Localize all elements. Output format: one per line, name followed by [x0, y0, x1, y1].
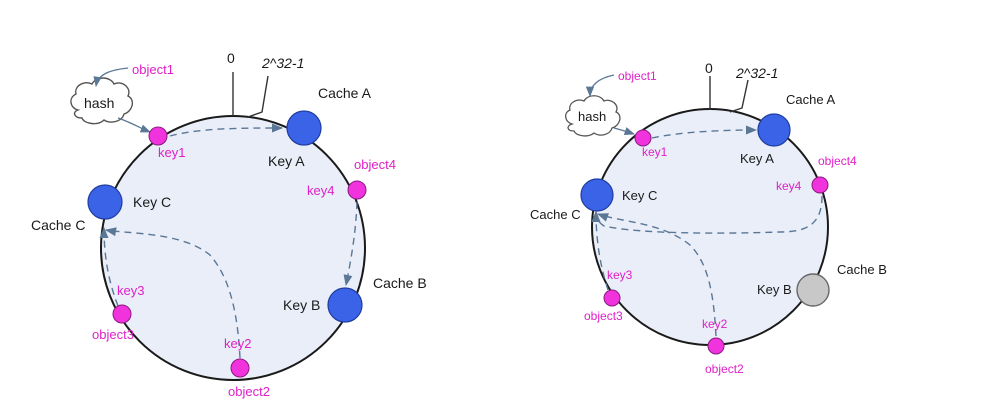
- left-key2-to-cache-c-arrow: [104, 227, 241, 359]
- left-hash-cloud: [70, 77, 134, 125]
- left-zero-label: 0: [227, 50, 235, 66]
- right-key4-label: key4: [776, 179, 802, 193]
- right-cache-b-label: Cache B: [837, 262, 887, 277]
- left-key1-label: key1: [158, 145, 185, 160]
- left-key2-node: [230, 358, 250, 378]
- left-key3-node: [112, 304, 132, 324]
- left-object4-label: object4: [354, 157, 396, 172]
- left-diagram: 0 2^32-1 hash object1 Cache A Key A key1…: [31, 50, 427, 399]
- right-key1-node: [634, 129, 652, 147]
- left-cache-a-node: [286, 110, 322, 146]
- left-key4-node: [347, 180, 367, 200]
- right-key1-to-cache-a-arrow: [651, 125, 758, 139]
- right-hash-cloud: [565, 95, 621, 137]
- right-object3-label: object3: [584, 309, 623, 323]
- right-zero-label: 0: [705, 60, 713, 76]
- left-object1-arrow: [93, 67, 129, 88]
- right-max-marker: [729, 79, 749, 113]
- right-cache-a-node: [757, 113, 791, 147]
- left-key1-to-cache-a-arrow: [169, 123, 284, 137]
- right-key-c-label: Key C: [622, 188, 657, 203]
- left-cache-c-node: [87, 184, 123, 220]
- left-key-b-label: Key B: [283, 297, 320, 313]
- left-cache-b-label: Cache B: [373, 275, 427, 291]
- left-object1-label: object1: [132, 62, 174, 77]
- right-key3-label: key3: [607, 268, 633, 282]
- right-key1-label: key1: [642, 145, 668, 159]
- right-hash-label: hash: [578, 109, 606, 124]
- left-object2-label: object2: [228, 384, 270, 399]
- right-key3-node: [603, 289, 621, 307]
- left-key4-label: key4: [307, 183, 334, 198]
- right-max-label: 2^32-1: [735, 65, 778, 81]
- left-cache-a-label: Cache A: [318, 85, 372, 101]
- right-key2-label: key2: [702, 317, 728, 331]
- left-key3-label: key3: [117, 283, 144, 298]
- right-key-b-label: Key B: [757, 282, 792, 297]
- left-key-c-label: Key C: [133, 194, 171, 210]
- right-key3-to-cache-c-arrow: [591, 210, 609, 291]
- right-hash-ring: [591, 108, 829, 346]
- left-key4-to-cache-b-arrow: [343, 201, 358, 287]
- right-cache-b-node: [796, 273, 830, 307]
- left-hash-label: hash: [84, 95, 114, 111]
- right-cache-a-label: Cache A: [786, 92, 835, 107]
- right-cache-c-label: Cache C: [530, 207, 581, 222]
- left-key1-node: [148, 126, 168, 146]
- left-key-a-label: Key A: [268, 153, 305, 169]
- right-object2-label: object2: [705, 362, 744, 376]
- right-key2-node: [707, 337, 725, 355]
- right-object1-arrow: [585, 74, 615, 98]
- left-hash-to-key1-arrow: [117, 117, 151, 133]
- right-cache-c-node: [580, 178, 614, 212]
- right-key-a-label: Key A: [740, 151, 774, 166]
- left-cache-b-node: [327, 287, 363, 323]
- left-max-label: 2^32-1: [261, 55, 304, 71]
- left-key2-label: key2: [224, 336, 251, 351]
- right-diagram: 0 2^32-1 hash object1 Cache A Key A key1…: [530, 60, 887, 376]
- left-key3-to-cache-c-arrow: [99, 226, 119, 307]
- right-object4-label: object4: [818, 154, 857, 168]
- left-object3-label: object3: [92, 327, 134, 342]
- right-key4-node: [811, 176, 829, 194]
- left-max-marker: [247, 75, 269, 118]
- right-hash-to-key1-arrow: [613, 127, 635, 135]
- right-key2-to-cache-c-arrow: [596, 213, 717, 337]
- right-object1-label: object1: [618, 69, 657, 83]
- left-cache-c-label: Cache C: [31, 217, 85, 233]
